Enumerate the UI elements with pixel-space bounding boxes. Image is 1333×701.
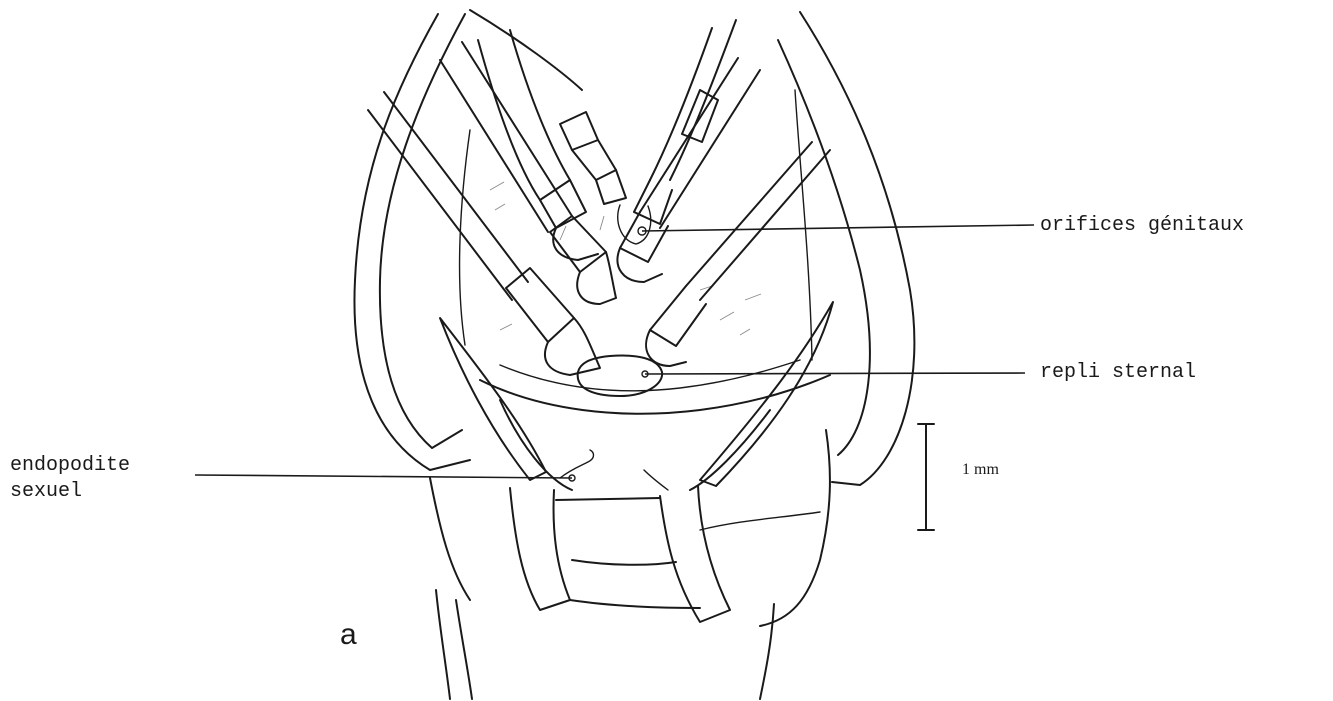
- scale-bar: 1 mm: [918, 424, 999, 530]
- genital-region: [578, 205, 662, 396]
- label-repli-sternal: repli sternal: [1040, 361, 1196, 384]
- endopodite-sexuel: [560, 450, 668, 490]
- leader-orifices: [642, 225, 1034, 231]
- left-legs: [368, 10, 626, 375]
- leader-repli: [645, 373, 1025, 374]
- thoracic-sternum: [460, 90, 830, 414]
- label-endopodite-line2: sexuel: [10, 480, 82, 503]
- right-legs: [617, 20, 830, 366]
- panel-letter: a: [340, 618, 357, 651]
- label-orifices-genitaux: orifices génitaux: [1040, 214, 1244, 237]
- leader-endopodite: [195, 475, 572, 478]
- abdomen: [430, 430, 830, 699]
- label-endopodite-line1: endopodite: [10, 454, 130, 477]
- pleopod-spines: [440, 302, 833, 490]
- scale-bar-label: 1 mm: [962, 461, 999, 478]
